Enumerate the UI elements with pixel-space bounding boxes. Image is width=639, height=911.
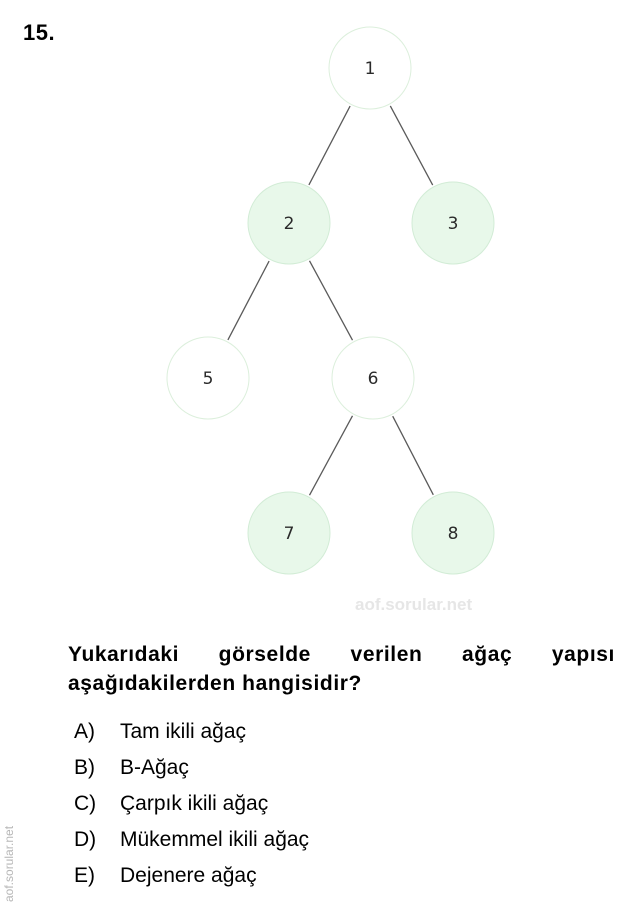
option-c[interactable]: C) Çarpık ikili ağaç	[74, 786, 309, 822]
tree-node-circle	[328, 26, 412, 110]
tree-node-circle	[331, 336, 415, 420]
tree-node-circle	[166, 336, 250, 420]
tree-node-circle	[247, 181, 331, 265]
tree-node-3: 3	[411, 181, 495, 265]
tree-node-1: 1	[328, 26, 412, 110]
option-b[interactable]: B) B-Ağaç	[74, 750, 309, 786]
tree-edge-2-5	[227, 260, 270, 341]
tree-edge-2-6	[308, 260, 354, 341]
watermark-center: aof.sorular.net	[355, 595, 473, 614]
tree-node-circle	[411, 491, 495, 575]
tree-edge-6-7	[308, 415, 354, 496]
answer-options: A) Tam ikili ağaç B) B-Ağaç C) Çarpık ikili…	[74, 714, 309, 894]
tree-edge-1-3	[389, 105, 434, 186]
tree-node-label: 2	[284, 214, 295, 234]
tree-node-label: 1	[365, 59, 376, 79]
tree-edges	[227, 105, 434, 496]
option-e[interactable]: E) Dejenere ağaç	[74, 858, 309, 894]
option-d[interactable]: D) Mükemmel ikili ağaç	[74, 822, 309, 858]
option-a[interactable]: A) Tam ikili ağaç	[74, 714, 309, 750]
tree-edge-6-8	[392, 415, 434, 496]
option-text: Çarpık ikili ağaç	[120, 792, 269, 815]
tree-node-label: 6	[368, 369, 379, 389]
question-text: Yukarıdaki görselde verilen ağaç yapısı …	[68, 643, 615, 695]
option-letter: C)	[74, 792, 97, 815]
tree-node-2: 2	[247, 181, 331, 265]
tree-node-6: 6	[331, 336, 415, 420]
tree-node-circle	[411, 181, 495, 265]
option-letter: E)	[74, 864, 95, 887]
option-letter: B)	[74, 756, 95, 779]
watermark-side: aof.sorular.net	[2, 825, 16, 902]
option-text: B-Ağaç	[120, 756, 189, 779]
tree-nodes: 1 2 3 5 6 7 8	[166, 26, 495, 575]
tree-node-8: 8	[411, 491, 495, 575]
option-text: Mükemmel ikili ağaç	[120, 828, 310, 851]
tree-node-5: 5	[166, 336, 250, 420]
option-letter: D)	[74, 828, 97, 851]
option-text: Tam ikili ağaç	[120, 720, 247, 743]
question-number: 15.	[23, 20, 56, 45]
option-letter: A)	[74, 720, 95, 743]
tree-node-label: 8	[448, 524, 459, 544]
tree-edge-1-2	[308, 105, 351, 186]
tree-node-circle	[247, 491, 331, 575]
binary-tree-diagram: 1 2 3 5 6 7 8	[166, 26, 495, 575]
tree-node-label: 7	[284, 524, 295, 544]
tree-node-label: 5	[203, 369, 214, 389]
tree-node-label: 3	[448, 214, 459, 234]
tree-node-7: 7	[247, 491, 331, 575]
option-text: Dejenere ağaç	[120, 864, 257, 887]
